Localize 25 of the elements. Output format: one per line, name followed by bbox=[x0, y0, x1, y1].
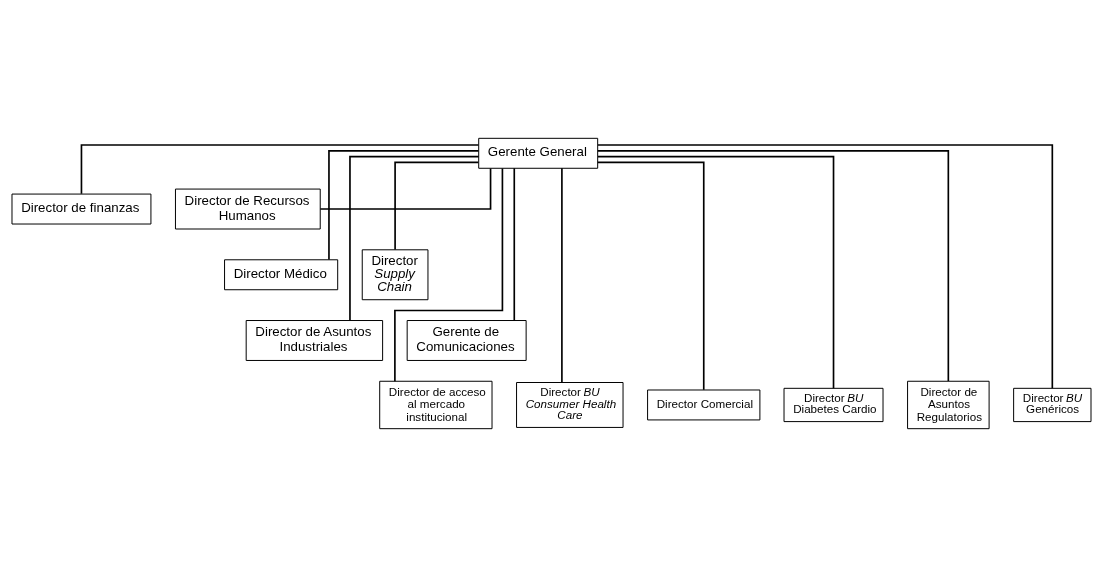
node-box: Director Comercial bbox=[647, 389, 761, 420]
connector bbox=[328, 149, 480, 260]
connector bbox=[597, 143, 1054, 389]
node-box: Director de Asuntos Industriales bbox=[245, 319, 384, 361]
node-box: Director Médico bbox=[224, 258, 339, 290]
node-box: Director Supply Chain bbox=[361, 248, 429, 300]
connector bbox=[561, 166, 563, 383]
connector bbox=[596, 161, 705, 391]
connector bbox=[597, 149, 950, 382]
node-box: Director de Asuntos Regulatorios bbox=[907, 380, 990, 429]
connector bbox=[80, 143, 480, 195]
node-box: Gerente General bbox=[478, 137, 599, 169]
connector bbox=[394, 161, 480, 250]
node-box: Director BU Genéricos bbox=[1013, 387, 1092, 422]
connector bbox=[597, 155, 835, 389]
node-box: Director de Recursos Humanos bbox=[174, 188, 321, 229]
node-box: Director BU Consumer Health Care bbox=[516, 381, 624, 428]
connector bbox=[394, 167, 504, 382]
connector bbox=[513, 166, 516, 321]
node-box: Gerente de Comunicaciones bbox=[406, 319, 527, 361]
node-box: Director de finanzas bbox=[11, 193, 152, 224]
connector bbox=[319, 167, 492, 210]
node-box: Director de acceso al mercado institucional bbox=[379, 380, 493, 429]
connector bbox=[349, 155, 480, 321]
node-box: Director BU Diabetes Cardio bbox=[783, 387, 884, 422]
